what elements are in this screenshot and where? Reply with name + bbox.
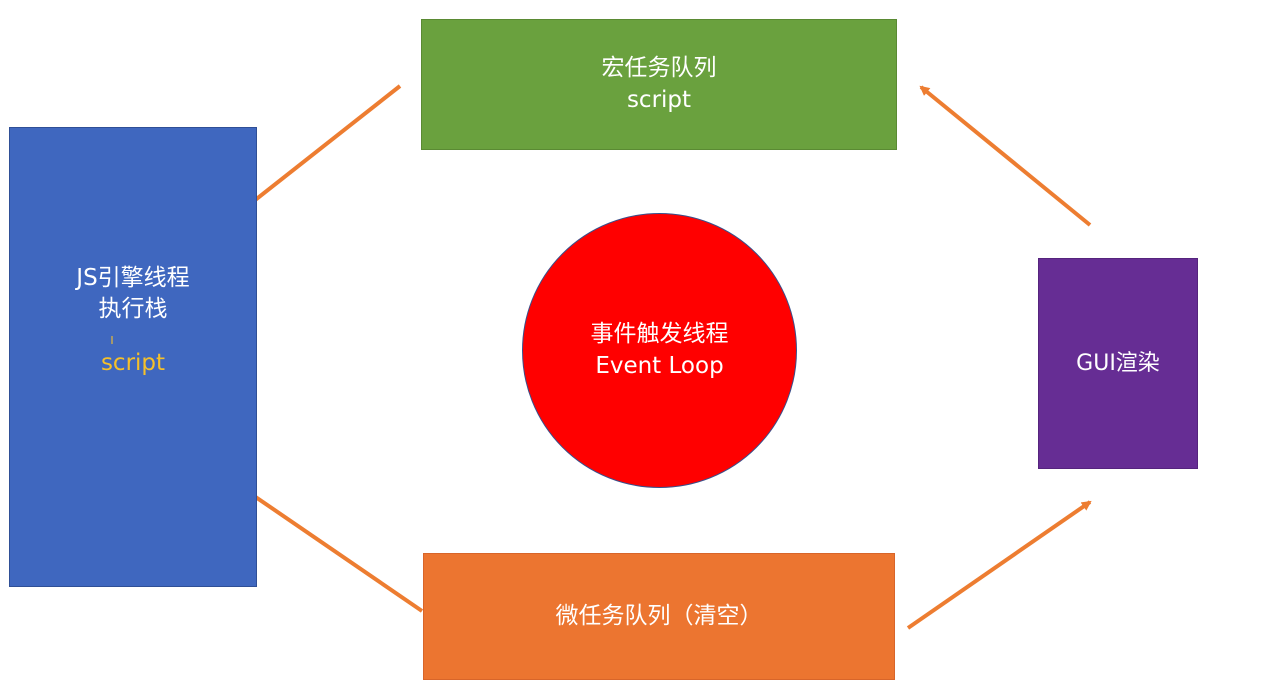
arrow-micro-to-gui	[906, 500, 1092, 630]
event-loop-title: 事件触发线程	[590, 321, 729, 348]
event-loop-subtitle: Event Loop	[595, 352, 724, 379]
macro-task-queue-item: script	[626, 86, 692, 113]
macro-task-queue-title: 宏任务队列	[601, 55, 717, 82]
js-engine-thread-box: JS引擎线程 执行栈 I script	[9, 127, 257, 587]
js-engine-stack-label: 执行栈	[98, 296, 168, 323]
js-engine-script-item: script	[100, 350, 166, 377]
micro-task-queue-title: 微任务队列（清空）	[555, 602, 763, 629]
macro-task-queue-box: 宏任务队列 script	[421, 19, 897, 150]
event-loop-circle: 事件触发线程 Event Loop	[522, 213, 797, 488]
micro-task-queue-box: 微任务队列（清空）	[423, 553, 895, 680]
js-engine-title: JS引擎线程	[76, 265, 190, 291]
gui-render-title: GUI渲染	[1076, 350, 1160, 376]
gui-render-box: GUI渲染	[1038, 258, 1198, 469]
arrow-gui-to-macro	[919, 85, 1092, 227]
text-cursor-icon: I	[110, 334, 114, 348]
